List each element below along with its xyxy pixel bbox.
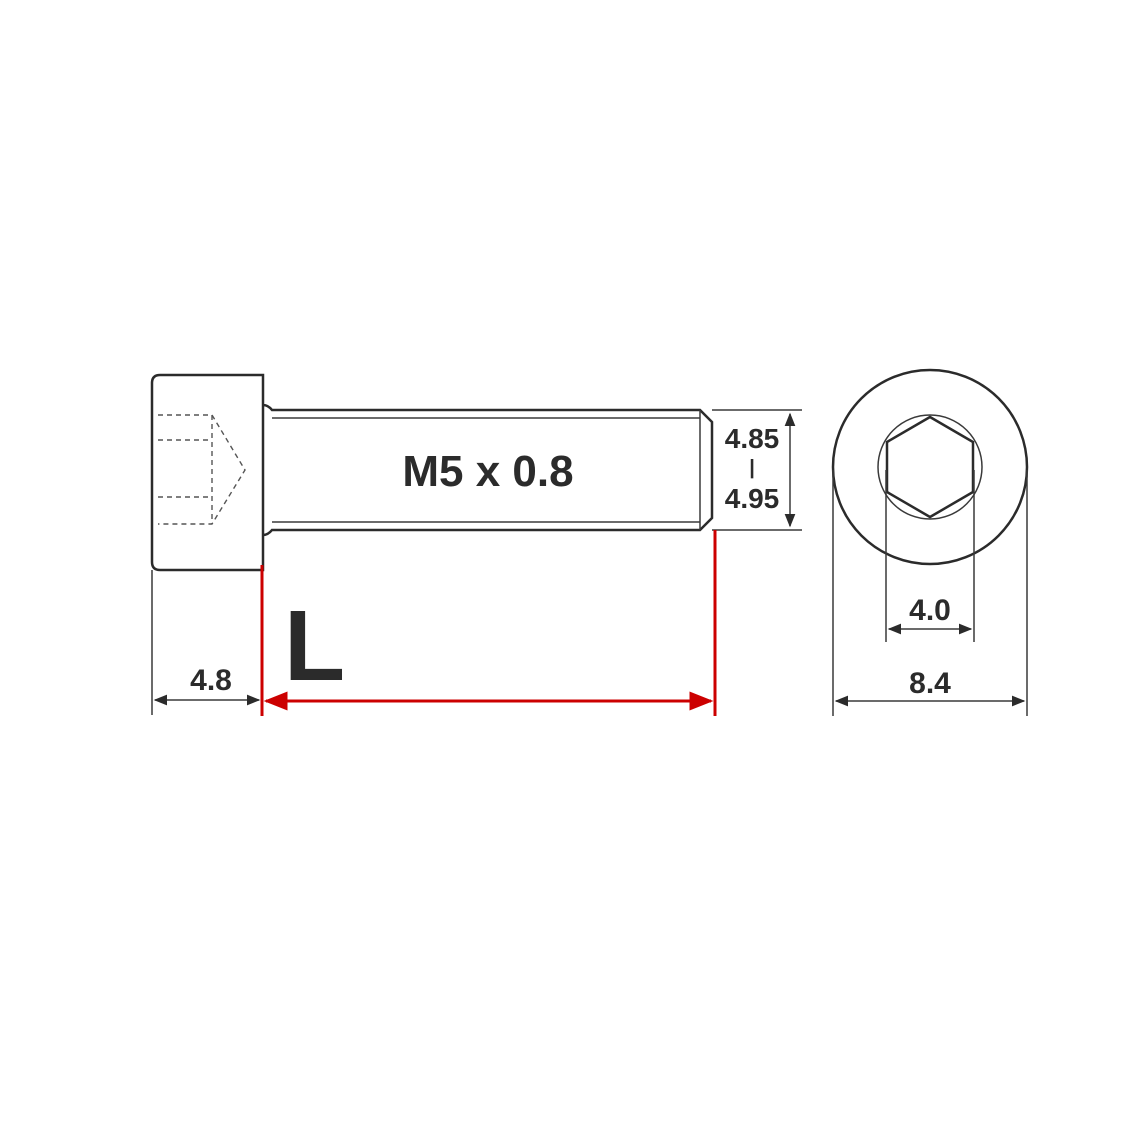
socket-hidden-lines [158, 414, 246, 525]
head-length-label: 4.8 [190, 664, 232, 697]
major-dia-min-label: 4.85 [725, 423, 780, 454]
major-diameter-dimension [712, 409, 802, 531]
head-diameter-label: 8.4 [909, 667, 951, 700]
hex-size-dimension [885, 470, 975, 642]
length-dimension [260, 530, 717, 716]
major-dia-max-label: 4.95 [725, 483, 780, 514]
bolt-head-end-view [831, 368, 1029, 566]
major-dia-separator: | [749, 457, 755, 479]
head-diameter-dimension [832, 470, 1028, 716]
bolt-shank-side [262, 403, 714, 537]
head-length-dimension [151, 570, 261, 715]
length-symbol: L [284, 590, 345, 702]
bolt-head-side [150, 373, 265, 572]
thread-label: M5 x 0.8 [402, 447, 573, 496]
hex-size-label: 4.0 [909, 594, 951, 627]
hex-socket [885, 415, 975, 519]
